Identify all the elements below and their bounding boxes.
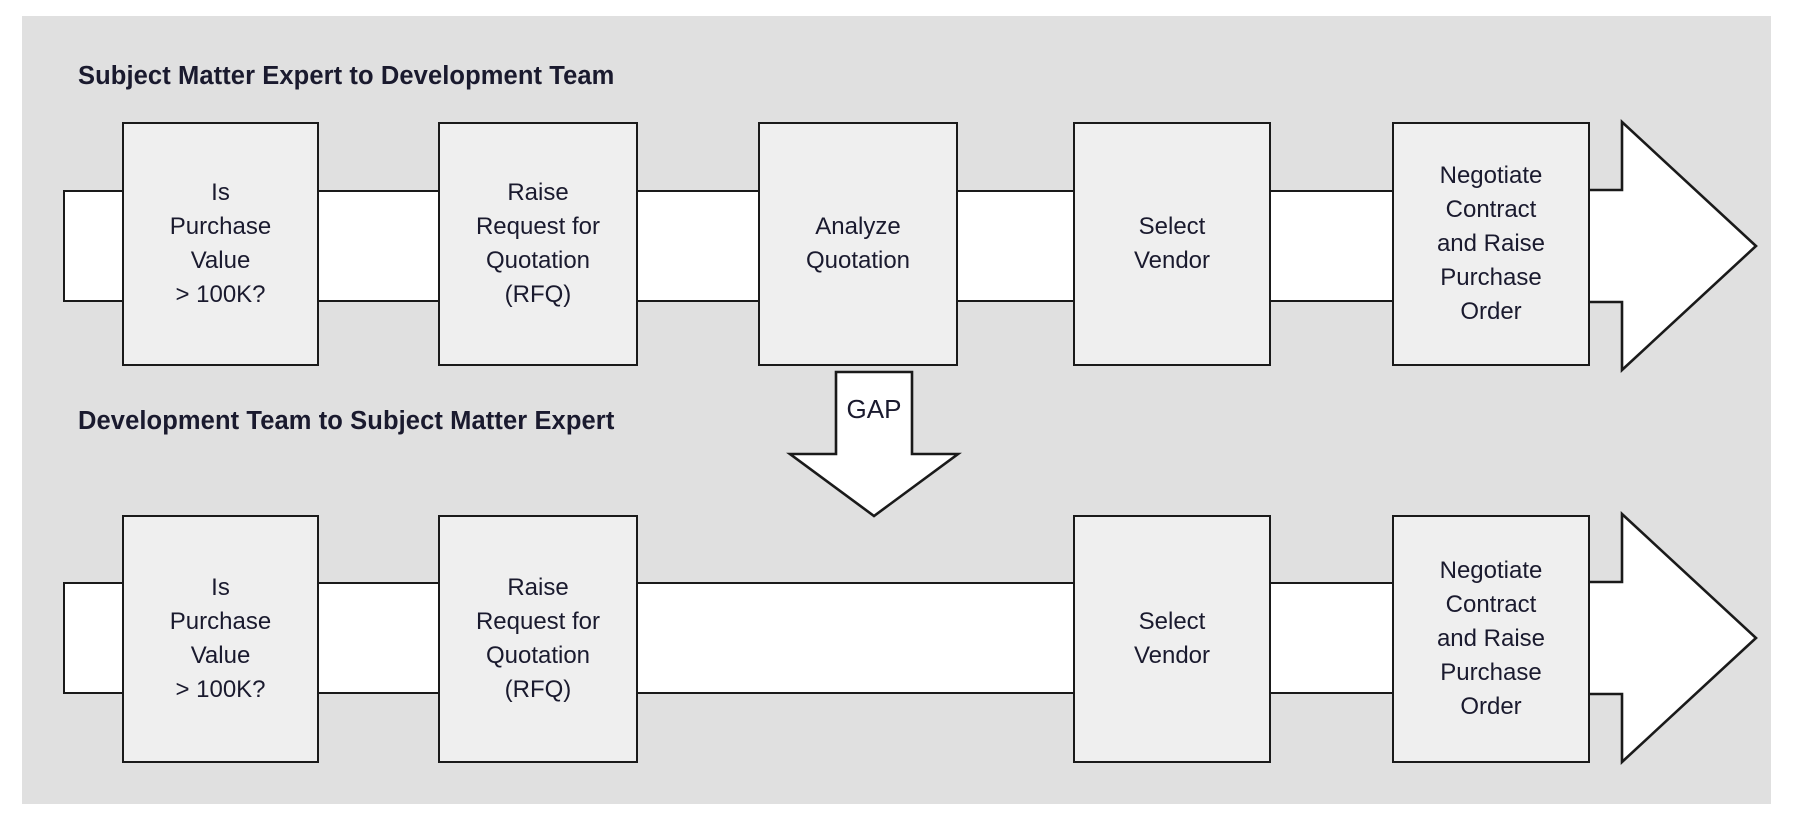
gap-arrow-icon (786, 370, 962, 518)
step-box-row1-analyze-quotation[interactable]: Analyze Quotation (758, 122, 958, 366)
step-box-row2-is-purchase-value[interactable]: Is Purchase Value > 100K? (122, 515, 319, 763)
step-box-row2-negotiate-contract[interactable]: Negotiate Contract and Raise Purchase Or… (1392, 515, 1590, 763)
flow-arrow-row1 (1582, 119, 1758, 373)
row-title-dev-to-sme: Development Team to Subject Matter Exper… (78, 407, 615, 435)
step-box-row2-raise-rfq[interactable]: Raise Request for Quotation (RFQ) (438, 515, 638, 763)
step-box-row1-raise-rfq[interactable]: Raise Request for Quotation (RFQ) (438, 122, 638, 366)
row-title-sme-to-dev: Subject Matter Expert to Development Tea… (78, 62, 615, 90)
flow-arrow-row2 (1582, 511, 1758, 765)
step-box-row2-select-vendor[interactable]: Select Vendor (1073, 515, 1271, 763)
gap-label: GAP (846, 394, 902, 424)
diagram-panel: Subject Matter Expert to Development Tea… (22, 16, 1771, 804)
step-box-row1-negotiate-contract[interactable]: Negotiate Contract and Raise Purchase Or… (1392, 122, 1590, 366)
step-box-row1-is-purchase-value[interactable]: Is Purchase Value > 100K? (122, 122, 319, 366)
step-box-row1-select-vendor[interactable]: Select Vendor (1073, 122, 1271, 366)
